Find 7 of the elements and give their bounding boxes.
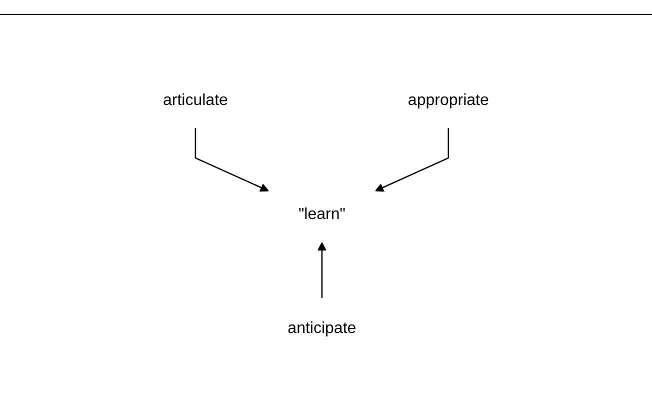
node-text: appropriate [408,92,489,109]
arrow [194,128,269,192]
node-text: anticipate [288,320,356,337]
node-text: "learn" [298,206,346,223]
node-text: articulate [163,92,228,109]
arrow [318,242,326,298]
arrow [375,128,450,192]
